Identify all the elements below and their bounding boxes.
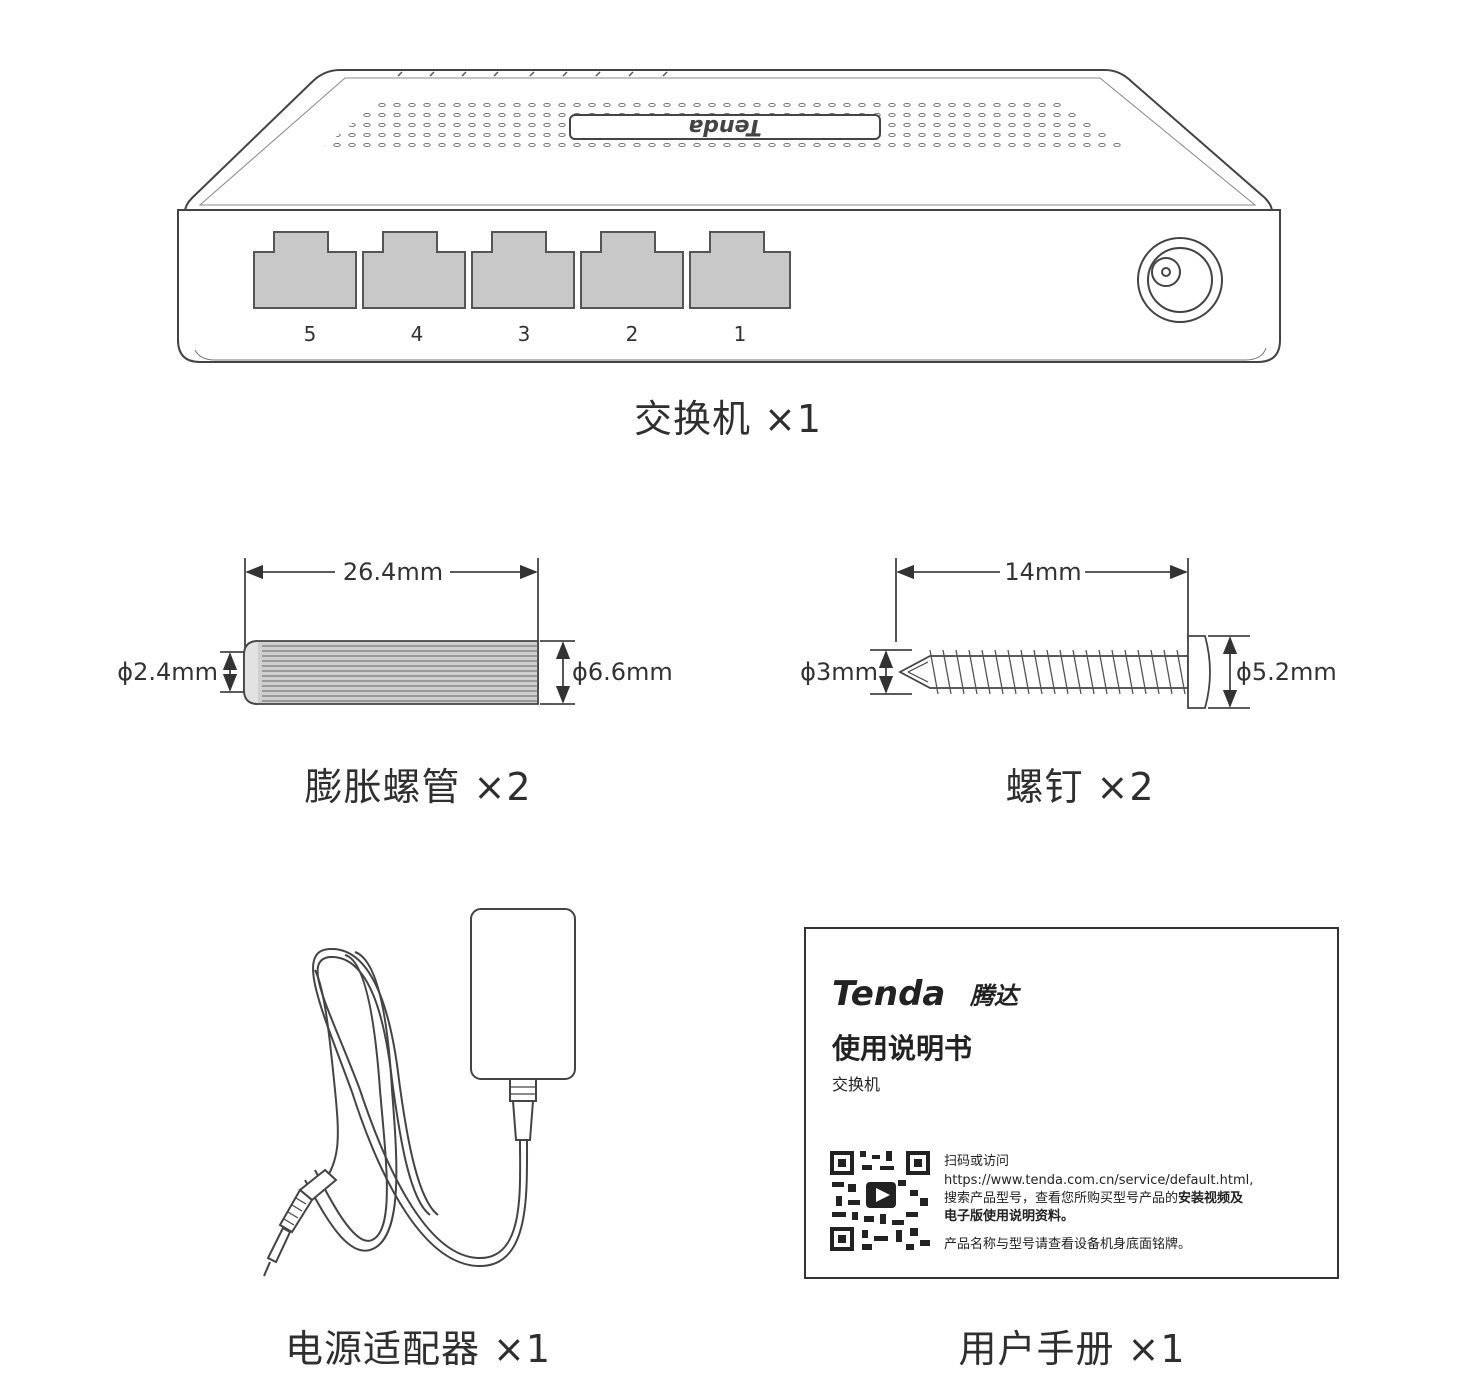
anchor-diameter-label: ϕ6.6mm [572,658,673,686]
port-number: 4 [411,322,424,346]
manual-brand-cn: 腾达 [969,982,1022,1010]
anchor-tip-diameter-label: ϕ2.4mm [117,658,218,686]
screw-head-diameter-label: ϕ5.2mm [1236,658,1337,686]
adapter-caption: 电源适配器 ×1 [284,1327,552,1371]
manual-url-text: https://www.tenda.com.cn/service/default… [944,1173,1253,1188]
port-5 [253,231,357,309]
switch-illustration: Tenda [177,69,1281,363]
port-number: 2 [626,322,639,346]
manual-search-text: 搜索产品型号，查看您所购买型号产品的 [944,1190,1178,1206]
wall-anchor-illustration [220,558,575,705]
manual-caption: 用户手册 ×1 [958,1327,1186,1371]
ethernet-ports [253,231,791,309]
screw-shaft-diameter-label: ϕ3mm [800,658,878,686]
manual-brand-logo: Tenda [832,974,945,1014]
port-number: 1 [734,322,747,346]
user-manual-illustration: Tenda 腾达 使用说明书 交换机 扫码或访问 https://www.ten… [804,927,1339,1279]
manual-model-note: 产品名称与型号请查看设备机身底面铭牌。 [944,1236,1191,1252]
port-2 [580,231,684,309]
screw-length-label: 14mm [1004,558,1081,586]
switch-caption: 交换机 ×1 [633,397,823,441]
screw-illustration [870,558,1250,709]
svg-text:搜索产品型号，查看您所购买型号产品的安装视频及: 搜索产品型号，查看您所购买型号产品的安装视频及 [944,1190,1244,1206]
anchor-caption: 膨胀螺管 ×2 [304,765,532,809]
manual-search-text-bold-2: 电子版使用说明资料。 [944,1208,1074,1224]
manual-search-text-bold: 安装视频及 [1178,1190,1244,1206]
power-adapter-illustration [263,908,576,1277]
qr-code [830,1151,930,1251]
svg-text:Tenda: Tenda [688,114,761,139]
screw-caption: 螺钉 ×2 [1005,765,1155,809]
port-4 [362,231,466,309]
manual-title: 使用说明书 [831,1032,972,1065]
port-3 [471,231,575,309]
port-numbers: 5 4 3 2 1 [304,322,747,346]
port-1 [689,231,791,309]
port-number: 5 [304,322,317,346]
anchor-length-label: 26.4mm [343,558,443,586]
manual-subtitle: 交换机 [832,1075,880,1094]
manual-scan-text: 扫码或访问 [944,1154,1009,1169]
port-number: 3 [518,322,531,346]
